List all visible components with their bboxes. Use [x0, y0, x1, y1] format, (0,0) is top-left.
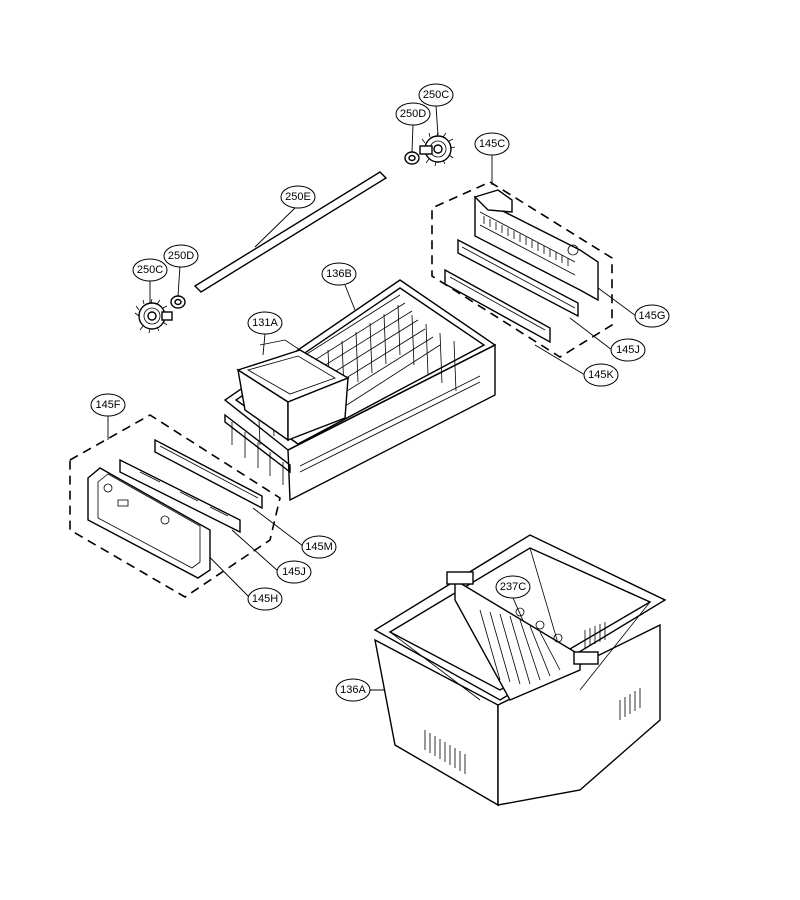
callout-145j-left: 145J: [276, 560, 312, 584]
callout-250e: 250E: [280, 185, 316, 209]
callout-250d-top: 250D: [395, 102, 431, 126]
callout-145j-right: 145J: [610, 338, 646, 362]
svg-text:145J: 145J: [282, 566, 306, 578]
svg-text:145F: 145F: [95, 399, 120, 411]
gear-250c-top: [419, 131, 456, 167]
svg-text:145C: 145C: [479, 138, 505, 150]
callout-250c-top: 250C: [418, 83, 454, 107]
svg-text:145G: 145G: [639, 310, 666, 322]
callout-237c: 237C: [495, 575, 531, 599]
callout-145f: 145F: [90, 393, 126, 417]
rail-assembly-145f: [69, 414, 281, 598]
callout-145m: 145M: [301, 535, 337, 559]
callout-250c-left: 250C: [132, 258, 168, 282]
shaft-250e: [193, 171, 388, 293]
svg-text:250C: 250C: [423, 89, 449, 101]
callout-131a: 131A: [247, 311, 283, 335]
svg-text:250E: 250E: [285, 191, 311, 203]
leader-lines: [107, 105, 637, 691]
large-bin-136a: [373, 534, 667, 807]
svg-text:250D: 250D: [168, 250, 194, 262]
svg-text:237C: 237C: [500, 581, 526, 593]
callout-136b: 136B: [321, 262, 357, 286]
gear-250c-left: [134, 298, 173, 334]
svg-text:131A: 131A: [252, 317, 278, 329]
callout-145g: 145G: [634, 304, 670, 328]
bushing-250d-left: [170, 295, 186, 309]
callout-145k: 145K: [583, 363, 619, 387]
svg-text:145H: 145H: [252, 593, 278, 605]
svg-text:250C: 250C: [137, 264, 163, 276]
svg-text:250D: 250D: [400, 108, 426, 120]
rail-assembly-145c: [431, 181, 613, 358]
svg-text:136B: 136B: [326, 268, 352, 280]
callout-136a: 136A: [335, 678, 371, 702]
callout-250d-left: 250D: [163, 244, 199, 268]
svg-text:145J: 145J: [616, 344, 640, 356]
callout-145c: 145C: [474, 132, 510, 156]
callout-145h: 145H: [247, 587, 283, 611]
svg-text:136A: 136A: [340, 684, 366, 696]
bushing-250d-top: [404, 151, 420, 165]
svg-text:145K: 145K: [588, 369, 614, 381]
svg-text:145M: 145M: [305, 541, 333, 553]
bin-131a: [236, 339, 350, 442]
